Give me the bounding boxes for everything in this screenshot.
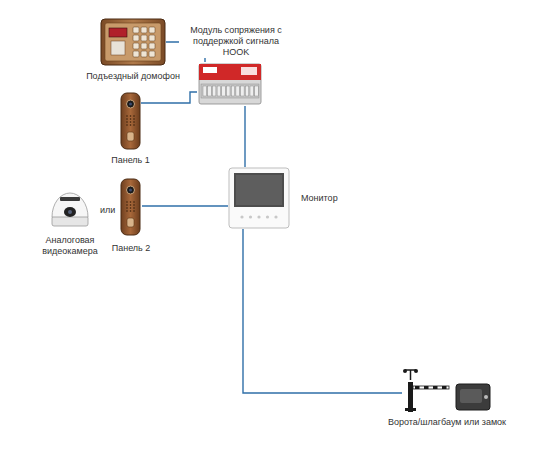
device-illustration bbox=[120, 178, 142, 238]
device-illustration bbox=[120, 92, 141, 150]
device-node: Панель 2 bbox=[120, 178, 142, 238]
device-illustration bbox=[228, 167, 290, 229]
device-node: Монитор bbox=[228, 167, 290, 229]
device-node: Модуль сопряжения с поддержкой сигнала H… bbox=[197, 62, 263, 106]
device-caption: Модуль сопряжения с поддержкой сигнала H… bbox=[179, 25, 293, 58]
device-caption: Подъездный домофон bbox=[85, 71, 181, 82]
device-illustration bbox=[46, 190, 94, 230]
device-node: Ворота/шлагбаум или замок bbox=[402, 368, 492, 412]
connection-wire bbox=[244, 106, 245, 167]
device-node: Панель 1 bbox=[120, 92, 141, 150]
alternative-label: или bbox=[100, 205, 115, 216]
device-illustration bbox=[402, 368, 492, 412]
device-caption: Аналоговая видеокамера bbox=[33, 235, 107, 257]
device-illustration bbox=[197, 62, 263, 106]
device-caption: Панель 1 bbox=[110, 155, 151, 166]
connection-wire bbox=[142, 205, 228, 206]
device-caption: Монитор bbox=[300, 193, 339, 204]
connection-wire bbox=[141, 92, 197, 103]
device-node: Аналоговая видеокамера bbox=[46, 190, 94, 230]
device-caption: Ворота/шлагбаум или замок bbox=[387, 417, 507, 428]
device-node: Подъездный домофон bbox=[100, 18, 166, 66]
device-caption: Панель 2 bbox=[111, 243, 152, 254]
device-illustration bbox=[100, 18, 166, 66]
connection-wire bbox=[243, 229, 402, 393]
